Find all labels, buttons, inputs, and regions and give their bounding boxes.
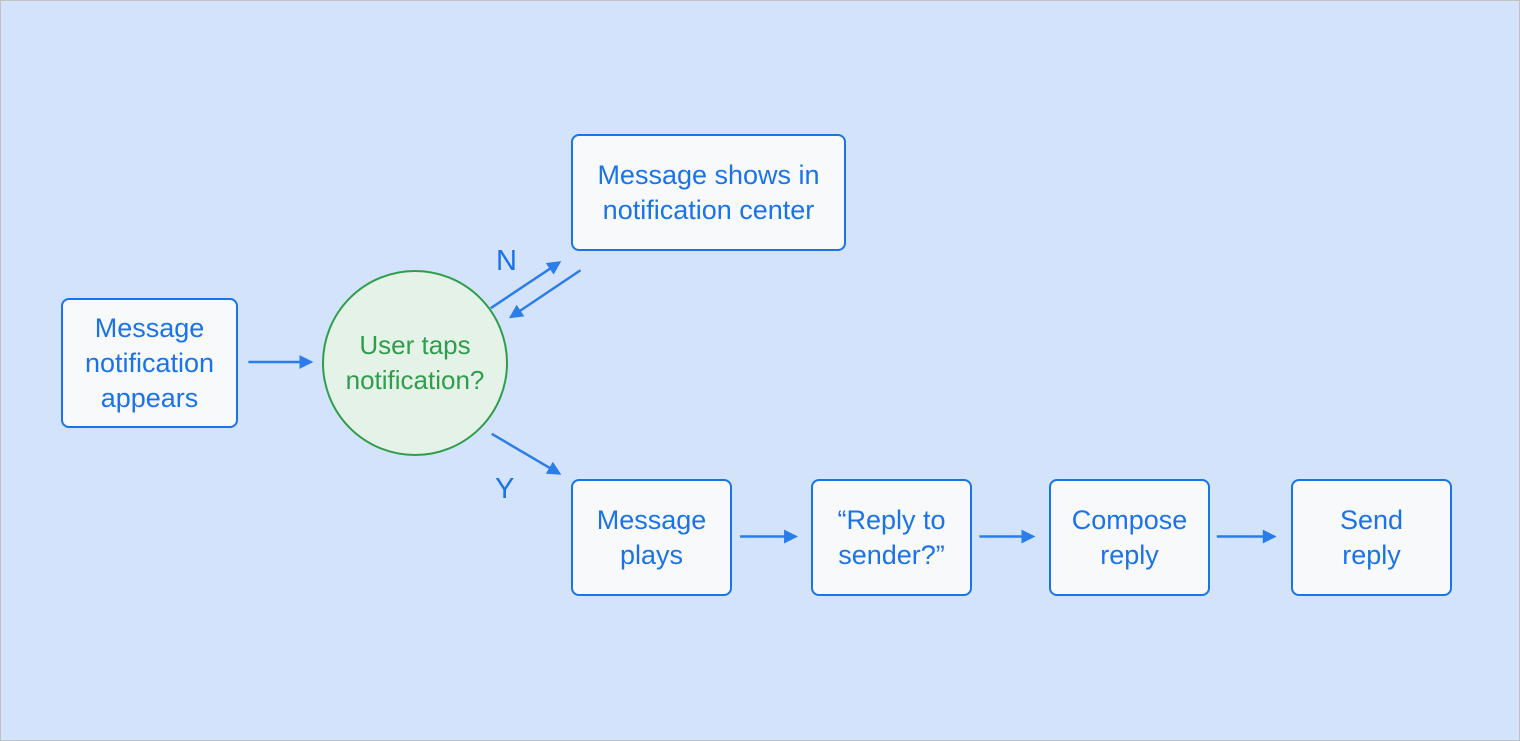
node-message-plays[interactable]: Message plays xyxy=(571,479,732,596)
branch-label-yes: Y xyxy=(495,473,515,505)
edge-notification-center-to-decision xyxy=(508,269,582,319)
node-label: Compose reply xyxy=(1071,504,1188,570)
node-user-taps-notification-decision[interactable]: User taps notification? xyxy=(322,270,508,456)
node-label: User taps notification? xyxy=(345,330,485,395)
edge-decision-to-message-plays xyxy=(491,432,562,475)
branch-label-no: N xyxy=(496,245,517,277)
node-reply-to-sender[interactable]: “Reply to sender?” xyxy=(811,479,972,596)
node-label: Message notification appears xyxy=(84,312,215,413)
node-message-notification-appears[interactable]: Message notification appears xyxy=(61,298,238,428)
node-label: Send reply xyxy=(1339,504,1404,570)
node-send-reply[interactable]: Send reply xyxy=(1291,479,1452,596)
node-label: “Reply to sender?” xyxy=(837,504,946,570)
node-label: Message plays xyxy=(596,504,707,570)
node-label: Message shows in notification center xyxy=(597,159,820,225)
node-compose-reply[interactable]: Compose reply xyxy=(1049,479,1210,596)
node-message-shows-in-notification-center[interactable]: Message shows in notification center xyxy=(571,134,846,251)
